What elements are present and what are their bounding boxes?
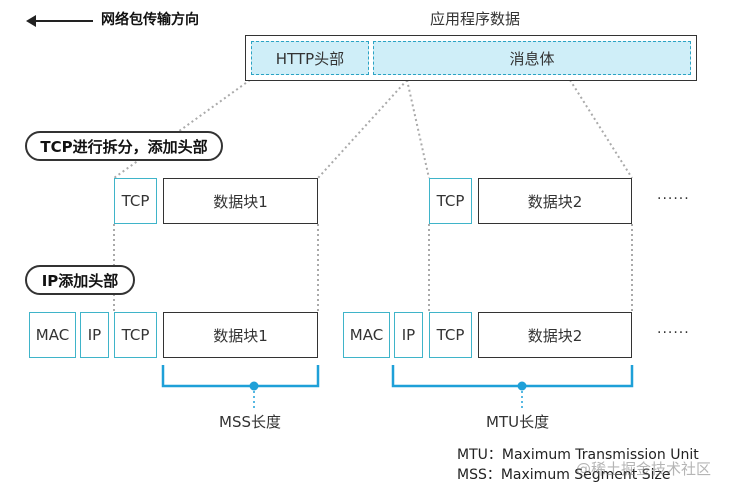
- dotted-connector: [113, 79, 251, 179]
- data-block-1: 数据块1: [163, 178, 318, 224]
- ellipsis-row2: ······: [657, 325, 690, 341]
- tcp-header-2: TCP: [429, 178, 472, 224]
- mss-length-label: MSS长度: [219, 413, 281, 431]
- data-block-2: 数据块2: [478, 178, 632, 224]
- mtu-dot: [517, 381, 527, 391]
- ip-header-1: IP: [80, 312, 109, 358]
- data-block-4: 数据块2: [478, 312, 632, 358]
- ellipsis-row1: ······: [657, 191, 690, 207]
- ip-add-label: IP添加头部: [25, 265, 135, 295]
- ip-header-2: IP: [394, 312, 423, 358]
- app-data-title: 应用程序数据: [430, 10, 521, 28]
- mtu-bracket: [391, 365, 634, 388]
- mac-header-2: MAC: [343, 312, 390, 358]
- dotted-connector: [569, 79, 633, 179]
- direction-label: 网络包传输方向: [101, 12, 199, 28]
- legend-mtu: MTU：Maximum Transmission Unit: [457, 447, 699, 463]
- left-arrow-icon: [26, 15, 93, 27]
- tcp-split-label: TCP进行拆分，添加头部: [25, 131, 223, 161]
- mss-dot: [249, 381, 259, 391]
- dotted-connector: [317, 79, 408, 179]
- data-block-3: 数据块1: [163, 312, 318, 358]
- tcp-header-1: TCP: [114, 178, 157, 224]
- mss-bracket: [161, 365, 320, 388]
- mtu-length-label: MTU长度: [486, 413, 550, 431]
- mac-header-1: MAC: [29, 312, 76, 358]
- tcp-header-4: TCP: [429, 312, 472, 358]
- dotted-connector: [406, 79, 430, 179]
- watermark: @稀土掘金技术社区: [576, 460, 712, 478]
- http-header-block: HTTP头部: [251, 41, 369, 75]
- tcp-header-3: TCP: [114, 312, 157, 358]
- message-body-block: 消息体: [373, 41, 691, 75]
- legend-mss: MSS：Maximum Segment Size: [457, 467, 671, 483]
